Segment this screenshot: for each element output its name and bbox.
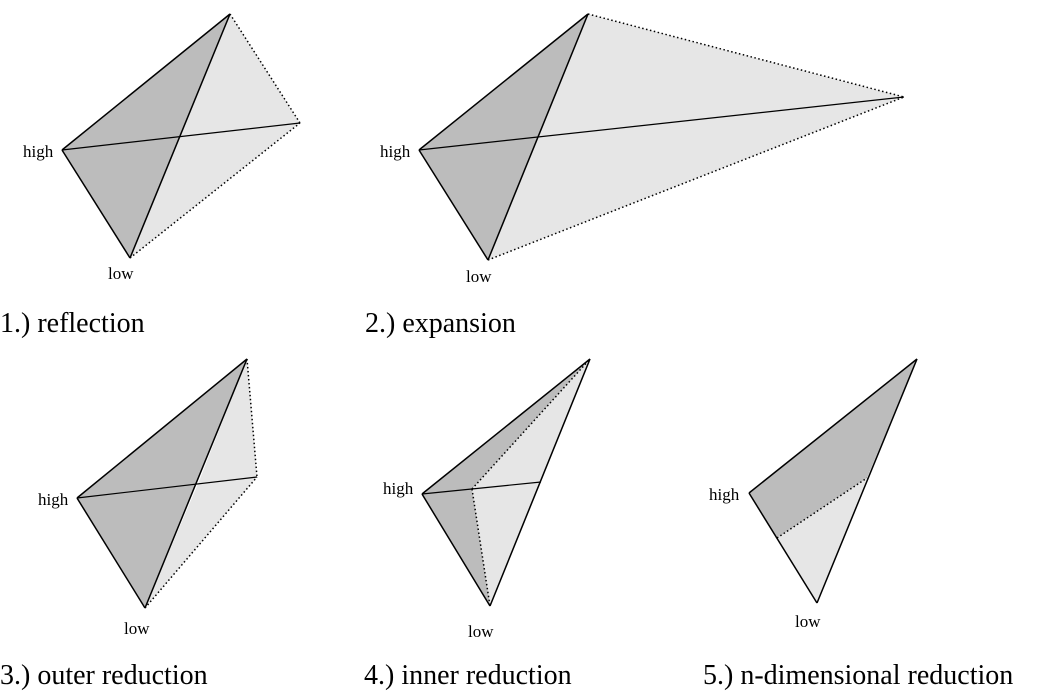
edge-high-low — [61, 149, 131, 259]
edge-high-low — [76, 497, 146, 609]
caption-inner-reduction: 4.) inner reduction — [364, 660, 572, 691]
caption-expansion: 2.) expansion — [365, 308, 516, 339]
reflected-region — [130, 14, 300, 258]
dotted-edge-top — [587, 13, 905, 98]
panel-expansion: high low 2.) expansion — [365, 13, 905, 339]
reflection-ray — [61, 122, 301, 151]
panel-reflection: high low 1.) reflection — [0, 13, 301, 339]
expansion-ray — [418, 96, 905, 151]
label-low: low — [466, 267, 492, 286]
panel-inner-reduction: high low 4.) inner reduction — [364, 358, 591, 691]
edge-high-low — [748, 492, 818, 604]
dotted-edge-top — [229, 13, 301, 124]
label-low: low — [795, 612, 821, 631]
edge-low-top — [816, 358, 918, 604]
label-low: low — [468, 622, 494, 641]
edge-high-top — [76, 358, 248, 499]
edge-high-top — [748, 358, 918, 494]
caption-n-dimensional-reduction: 5.) n-dimensional reduction — [703, 660, 1013, 691]
label-high: high — [383, 479, 414, 498]
original-simplex — [77, 359, 247, 608]
edge-low-top — [144, 358, 248, 609]
original-simplex — [419, 14, 588, 260]
edge-high-top — [418, 13, 589, 151]
label-high: high — [38, 490, 69, 509]
label-high: high — [380, 142, 411, 161]
edge-high-low — [418, 149, 489, 261]
label-high: high — [709, 485, 740, 504]
panel-n-dimensional-reduction: high low 5.) n-dimensional reduction — [703, 358, 1013, 691]
dotted-edge-low — [129, 122, 301, 259]
edge-low-top — [129, 13, 231, 259]
caption-outer-reduction: 3.) outer reduction — [0, 660, 208, 691]
reduced-region — [777, 478, 867, 603]
dotted-edge-low — [487, 96, 905, 261]
expanded-region — [488, 14, 904, 260]
original-simplex — [749, 359, 917, 538]
edge-high-top — [61, 13, 231, 151]
edge-high-low — [421, 493, 491, 607]
dotted-edge-low — [144, 476, 258, 609]
label-low: low — [108, 264, 134, 283]
label-high: high — [23, 142, 54, 161]
outer-reduction-ray — [76, 476, 258, 499]
panel-outer-reduction: high low 3.) outer reduction — [0, 358, 258, 691]
edge-high-top — [421, 358, 591, 495]
original-simplex — [422, 359, 590, 606]
label-low: low — [124, 619, 150, 638]
inner-reduction-ray — [421, 481, 542, 495]
dotted-edge-top — [471, 358, 591, 490]
caption-reflection: 1.) reflection — [0, 308, 145, 339]
original-simplex — [62, 14, 230, 258]
